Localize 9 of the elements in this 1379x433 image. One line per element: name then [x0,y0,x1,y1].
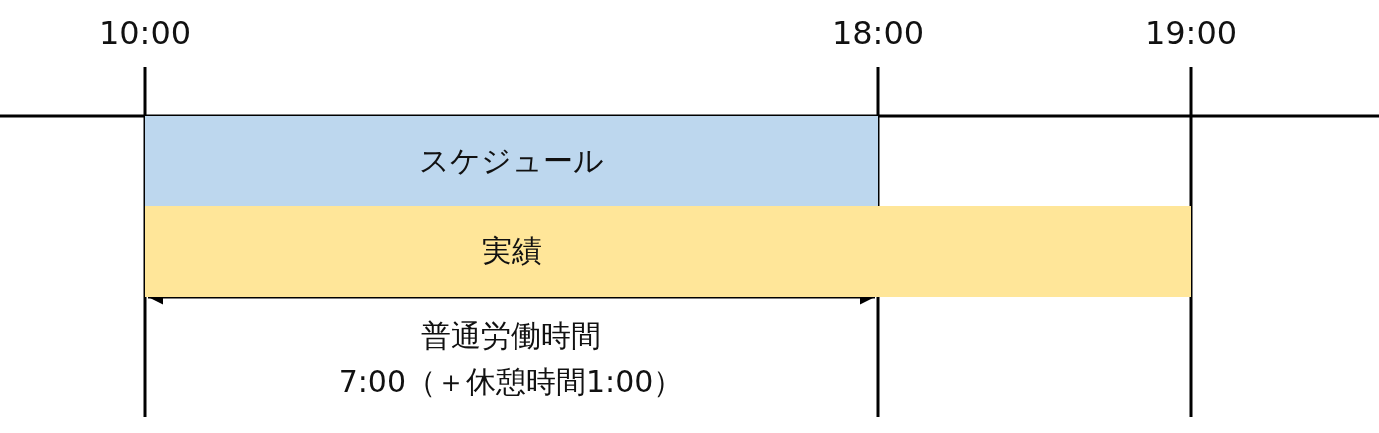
duration-label: 普通労働時間 [421,317,601,355]
time-label: 10:00 [98,14,192,52]
actual-bar [145,206,1191,297]
bar-label: 実績 [481,232,542,270]
time-label: 18:00 [831,14,925,52]
duration-label: 7:00（＋休憩時間1:00） [338,363,684,401]
schedule-bar [145,116,878,206]
time-label: 19:00 [1144,14,1238,52]
bar-label: スケジュール [419,141,604,180]
